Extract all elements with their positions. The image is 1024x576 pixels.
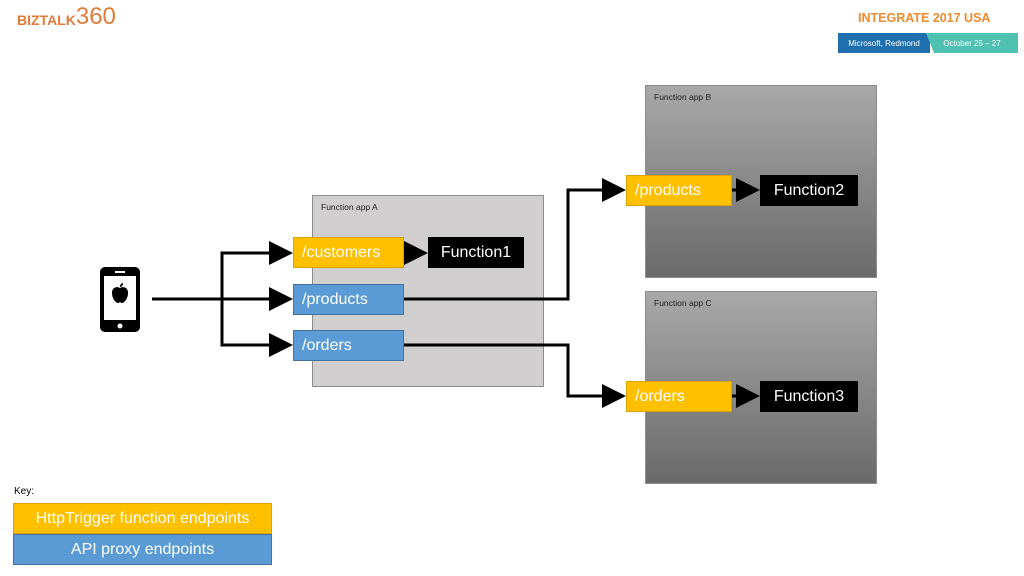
function1: Function1 xyxy=(428,237,524,268)
arrow-client-orders xyxy=(220,299,293,357)
key-proxy: API proxy endpoints xyxy=(13,534,272,565)
logo-number: 360 xyxy=(75,3,116,30)
logo-text: BIZTALK xyxy=(17,12,76,28)
function-app-c-label: Function app C xyxy=(654,298,712,308)
arrow-proxy-orders xyxy=(403,343,626,408)
venue-badge: Microsoft, Redmond xyxy=(838,33,930,53)
arrow-proxy-products xyxy=(403,178,626,301)
products-proxy-endpoint: /products xyxy=(293,284,404,315)
dates-badge: October 25 – 27 xyxy=(926,33,1018,53)
products-endpoint: /products xyxy=(626,175,732,206)
function2: Function2 xyxy=(760,175,858,206)
conference-title: INTEGRATE 2017 USA xyxy=(858,11,991,25)
function-app-b-label: Function app B xyxy=(654,92,712,102)
key-title: Key: xyxy=(14,486,35,497)
orders-proxy-endpoint: /orders xyxy=(293,330,404,361)
orders-endpoint: /orders xyxy=(626,381,732,412)
key-httptrigger: HttpTrigger function endpoints xyxy=(13,503,272,534)
function3: Function3 xyxy=(760,381,858,412)
customers-endpoint: /customers xyxy=(293,237,404,268)
function-app-a-label: Function app A xyxy=(321,202,378,212)
apple-phone-icon xyxy=(100,267,140,332)
